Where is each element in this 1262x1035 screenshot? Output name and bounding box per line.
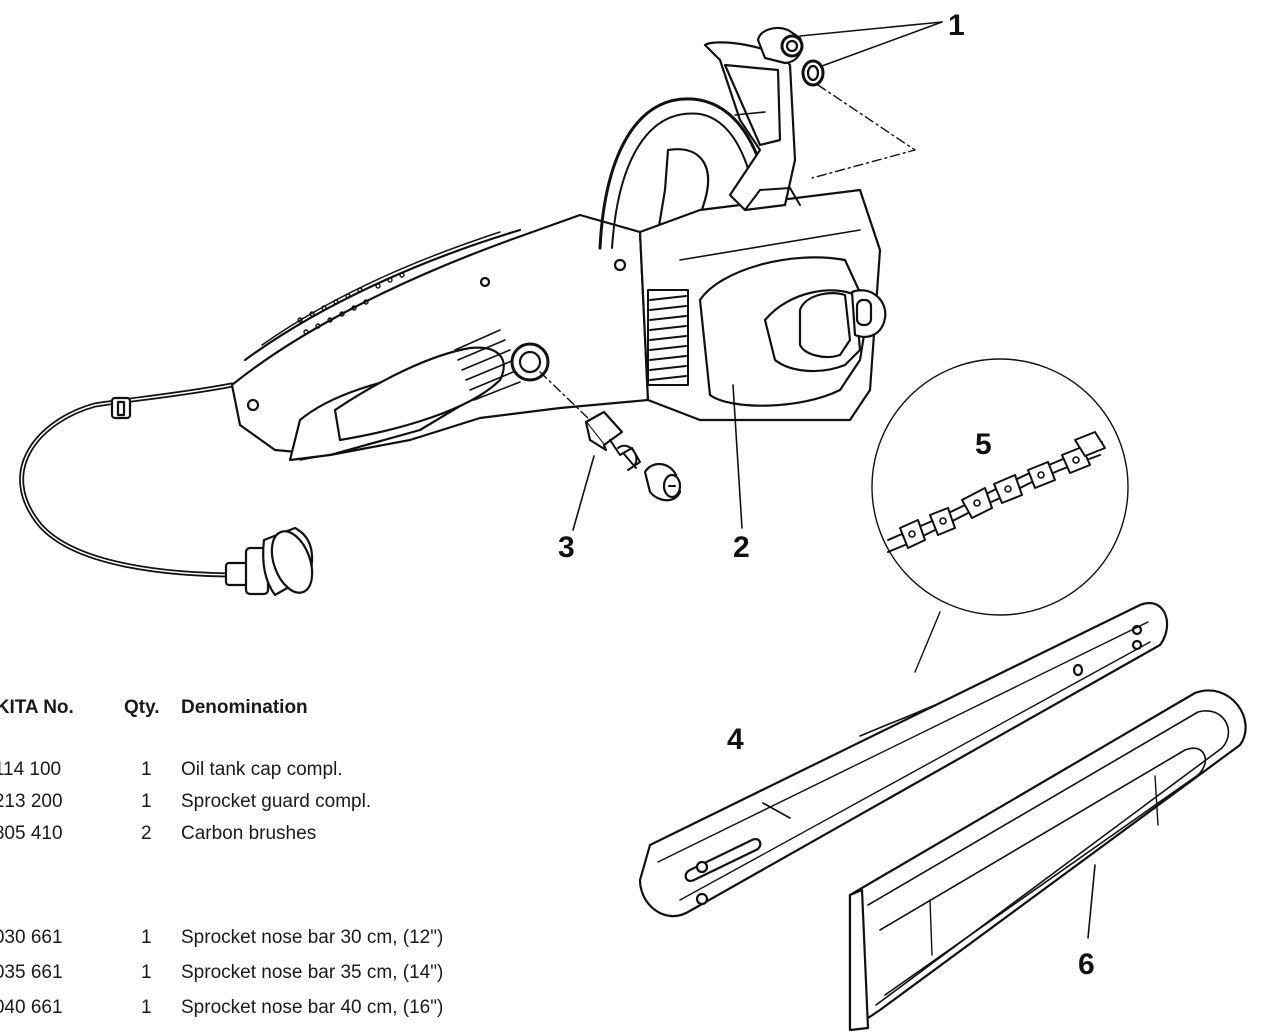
header-qty: Qty. <box>124 697 160 718</box>
callout-5: 5 <box>975 428 992 461</box>
callout-1: 1 <box>948 9 965 42</box>
row-3-denomination: Carbon brushes <box>181 823 317 844</box>
row-4-qty: 1 <box>141 927 152 948</box>
callout-3: 3 <box>558 531 575 564</box>
guide-bar <box>638 602 1169 918</box>
gear-housing <box>638 188 887 422</box>
bar-cover <box>848 689 1247 1032</box>
front-hand-guard <box>703 41 801 212</box>
oil-cap-seal <box>801 59 825 87</box>
row-6-number: 2 040 661 <box>0 997 63 1018</box>
row-5-denomination: Sprocket nose bar 35 cm, (14") <box>181 962 444 983</box>
row-4-number: 2 030 661 <box>0 927 63 948</box>
motor-housing <box>230 213 650 462</box>
row-5-qty: 1 <box>141 962 152 983</box>
row-6-denomination: Sprocket nose bar 40 cm, (16") <box>181 997 444 1018</box>
brush-cap <box>643 463 682 502</box>
row-2-qty: 1 <box>141 791 152 812</box>
callout-2: 2 <box>733 531 750 564</box>
row-4-denomination: Sprocket nose bar 30 cm, (12") <box>181 927 444 948</box>
callout-4: 4 <box>727 723 744 756</box>
parts-table: AKITA No. Qty. Denomination 6 114 100 1 … <box>0 0 620 1035</box>
power-cord <box>19 382 243 578</box>
power-plug <box>224 526 314 597</box>
row-3-qty: 2 <box>141 823 152 844</box>
row-2-denomination: Sprocket guard compl. <box>181 791 372 812</box>
header-denomination: Denomination <box>181 697 308 718</box>
header-makita-no: AKITA No. <box>0 697 74 718</box>
row-6-qty: 1 <box>141 997 152 1018</box>
callout-6: 6 <box>1078 948 1095 981</box>
row-1-number: 6 114 100 <box>0 759 62 780</box>
row-5-number: 2 035 661 <box>0 962 63 983</box>
saw-chain-detail <box>871 358 1129 673</box>
carbon-brush <box>584 410 641 471</box>
row-1-qty: 1 <box>141 759 152 780</box>
row-3-number: 0 805 410 <box>0 823 63 844</box>
oil-tank-cap <box>756 26 804 65</box>
row-1-denomination: Oil tank cap compl. <box>181 759 343 780</box>
row-2-number: 6 213 200 <box>0 791 63 812</box>
